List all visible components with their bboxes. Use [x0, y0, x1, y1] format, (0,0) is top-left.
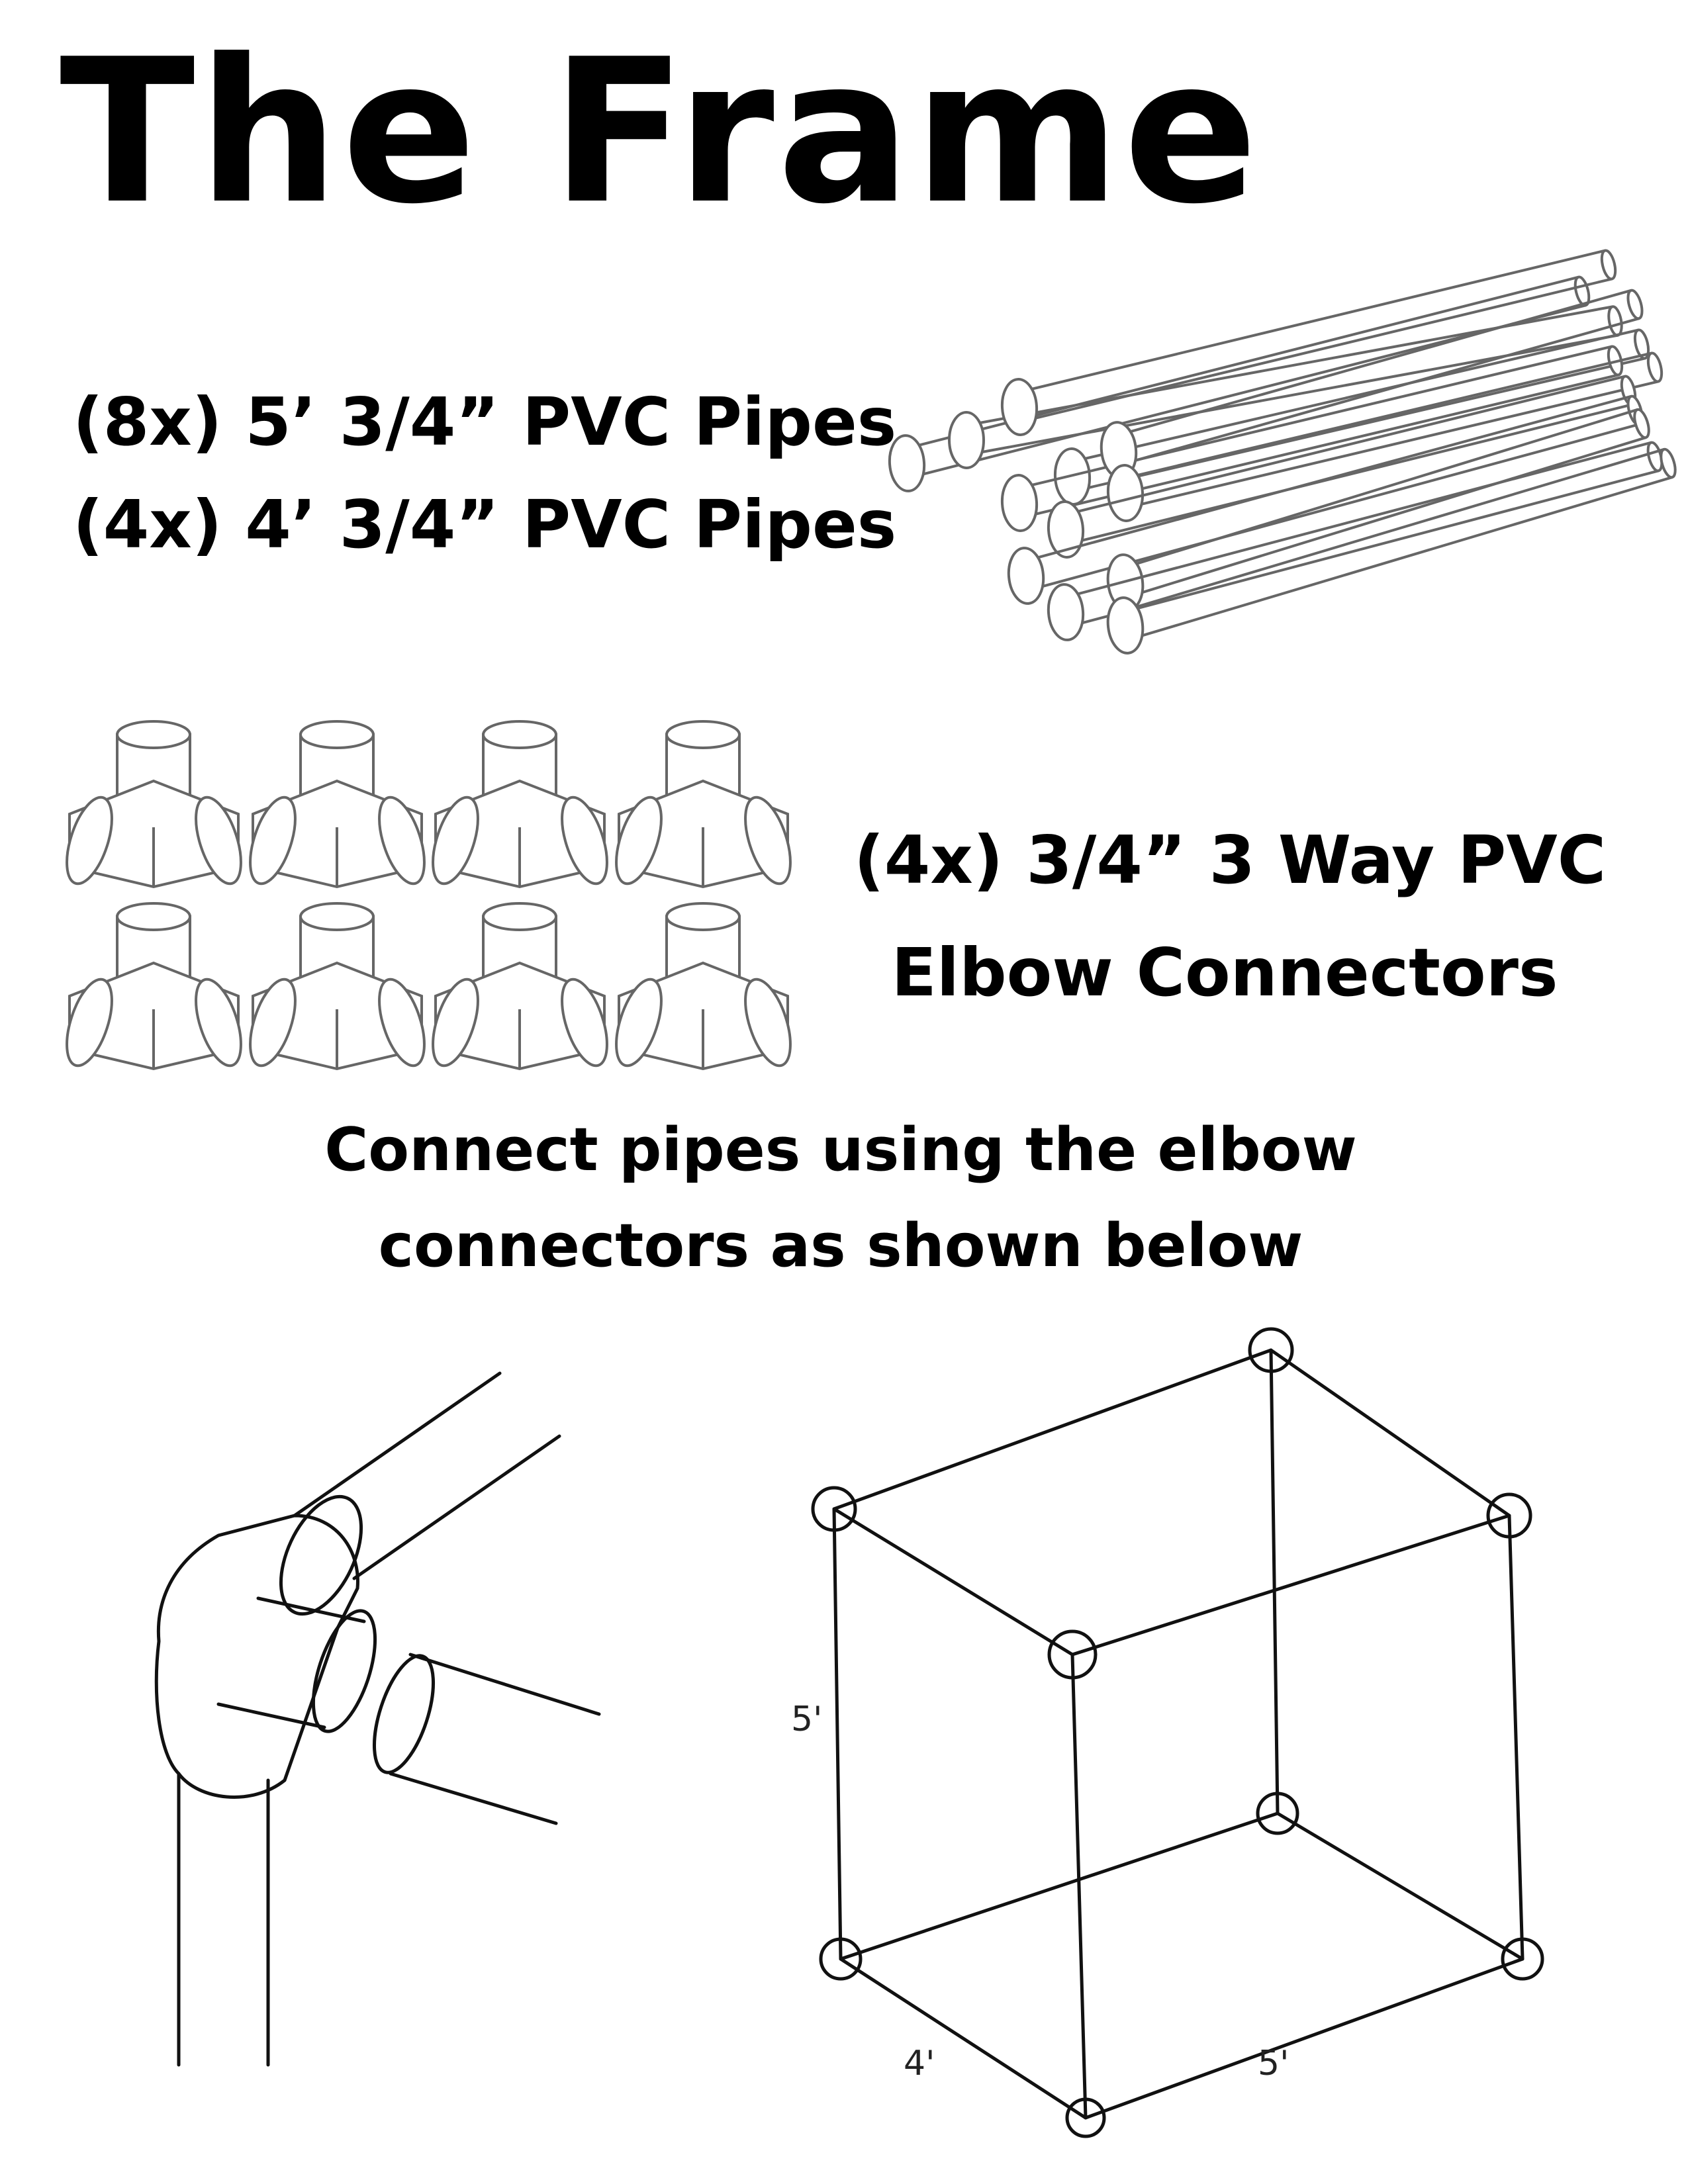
three-way-connector — [615, 902, 792, 1071]
pvc-pipe — [1106, 447, 1677, 655]
dimension-depth-label: 4' — [904, 2044, 935, 2083]
connector-label-line2: Elbow Connectors — [891, 934, 1558, 1011]
pvc-pipe — [1047, 441, 1664, 641]
pvc-pipe — [1047, 375, 1637, 559]
page-title: The Frame — [60, 17, 1261, 248]
elbow-connectors-illustration — [66, 720, 792, 1071]
three-way-connector — [66, 902, 242, 1071]
pvc-pipe — [1000, 249, 1617, 436]
three-way-connector — [249, 720, 426, 889]
three-way-connector — [432, 720, 608, 889]
three-way-connector — [66, 720, 242, 889]
pipe-list: (8x) 5’ 3/4” PVC Pipes (4x) 4’ 3/4” PVC … — [73, 371, 896, 576]
three-way-connector — [432, 902, 608, 1071]
instruction-text: Connect pipes using the elbow connectors… — [285, 1102, 1397, 1294]
instruction-line1: Connect pipes using the elbow — [324, 1115, 1357, 1185]
pvc-pipe — [1106, 351, 1664, 522]
connector-label: (4x) 3/4” 3 Way PVC Elbow Connectors — [854, 804, 1607, 1029]
pvc-pipe-bundle-illustration — [888, 249, 1677, 655]
corner-connectors — [811, 1327, 1544, 2138]
dimension-height-label: 5' — [791, 1700, 822, 1739]
pipe-item-4ft: (4x) 4’ 3/4” PVC Pipes — [73, 486, 897, 563]
pvc-pipe — [1007, 394, 1644, 605]
connector-label-line1: (4x) 3/4” 3 Way PVC — [854, 821, 1607, 899]
pipe-item-5ft: (8x) 5’ 3/4” PVC Pipes — [73, 383, 897, 461]
three-way-connector — [615, 720, 792, 889]
dimension-width-label: 5' — [1258, 2044, 1289, 2083]
three-way-connector — [249, 902, 426, 1071]
pvc-pipe — [1100, 289, 1644, 479]
instruction-line2: connectors as shown below — [378, 1211, 1303, 1281]
elbow-joint-closeup-illustration — [154, 1371, 601, 2067]
cube-frame-diagram: 5' 4' 5' — [791, 1327, 1544, 2138]
